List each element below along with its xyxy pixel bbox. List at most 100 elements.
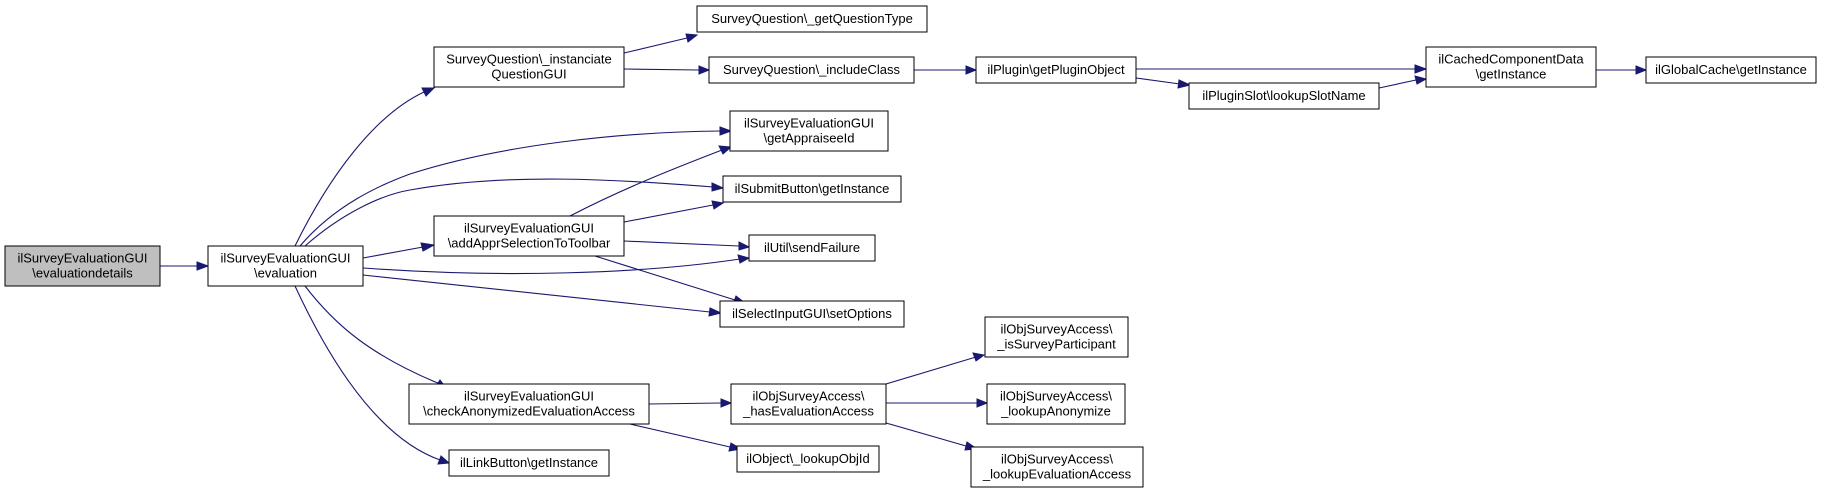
edge-arrowhead [1177,79,1192,89]
node-box [729,110,889,152]
edge-ccd-to-gc [1596,65,1648,75]
node-link[interactable]: ilLinkButton\getInstance [448,449,610,477]
node-ispart[interactable]: ilObjSurveyAccess\_isSurveyParticipant [984,316,1129,358]
node-root[interactable]: ilSurveyEvaluationGUI\evaluationdetails [4,245,161,287]
node-box [696,5,928,33]
node-box [986,383,1126,425]
edge-line [304,178,714,247]
node-label-line: ilUtil\sendFailure [764,240,860,255]
node-anon[interactable]: ilSurveyEvaluationGUI\checkAnonymizedEva… [408,383,650,425]
edge-arrowhead [711,182,725,192]
edge-arrowhead [737,254,751,264]
edge-arrowhead [437,455,451,465]
edge-eval-to-inst [294,87,436,247]
node-label-line: ilSurveyEvaluationGUI [464,221,594,236]
edge-hasev-to-ispart [885,352,986,385]
node-gqt[interactable]: SurveyQuestion\_getQuestionType [696,5,928,33]
edge-arrowhead [421,87,436,97]
node-gc[interactable]: ilGlobalCache\getInstance [1645,56,1817,84]
edge-line [1378,79,1417,89]
node-box [433,215,625,257]
node-incl[interactable]: SurveyQuestion\_includeClass [708,56,915,84]
node-label-line: \addApprSelectionToToolbar [448,236,611,251]
node-box [448,449,610,477]
edge-line [1135,77,1181,85]
edge-line [623,37,688,54]
edge-line [569,149,723,217]
edge-line [304,285,441,385]
node-lkanon[interactable]: ilObjSurveyAccess\_lookupAnonymize [986,383,1126,425]
edge-arrowhead [719,126,733,136]
edge-line [362,246,424,259]
node-box [719,300,905,328]
node-toolbar[interactable]: ilSurveyEvaluationGUI\addApprSelectionTo… [433,215,625,257]
node-box [1425,46,1597,88]
node-eval[interactable]: ilSurveyEvaluationGUI\evaluation [207,245,364,287]
edge-arrowhead [708,307,723,317]
node-plug[interactable]: ilPlugin\getPluginObject [975,56,1137,84]
node-label-line: \checkAnonymizedEvaluationAccess [423,404,635,419]
node-label-line: SurveyQuestion\_instanciate [446,52,611,67]
node-label-line: ilObjSurveyAccess\ [1001,452,1113,467]
edge-arrowhead [965,65,978,75]
node-fail[interactable]: ilUtil\sendFailure [748,234,876,262]
node-box [722,175,902,203]
edge-line [594,255,736,301]
node-label-line: SurveyQuestion\_getQuestionType [711,11,913,26]
node-box [984,316,1129,358]
node-label-line: _isSurveyParticipant [996,337,1116,352]
edge-line [885,356,977,385]
edge-line [362,274,711,313]
node-objid[interactable]: ilObject\_lookupObjId [736,445,880,473]
node-label-line: _hasEvaluationAccess [742,404,874,419]
node-label-line: ilSurveyEvaluationGUI [744,116,874,131]
edge-eval-to-appr [299,126,733,247]
edge-arrowhead [196,261,210,271]
edge-arrowhead [972,352,986,362]
node-appr[interactable]: ilSurveyEvaluationGUI\getAppraiseeId [729,110,889,152]
edge-eval-to-opts [362,274,723,317]
node-box [1645,56,1817,84]
edge-plug-to-ccd [1136,64,1428,74]
node-ccd[interactable]: ilCachedComponentData\getInstance [1425,46,1597,88]
edge-line [294,91,425,247]
edge-line [623,240,740,247]
node-box [730,383,887,425]
node-slot[interactable]: ilPluginSlot\lookupSlotName [1188,82,1380,110]
node-label-line: ilObjSurveyAccess\ [753,389,865,404]
node-label-line: _lookupAnonymize [1000,404,1111,419]
edge-toolbar-to-opts [594,255,747,305]
edge-eval-to-submit [304,178,725,247]
node-lkeval[interactable]: ilObjSurveyAccess\_lookupEvaluationAcces… [970,446,1144,488]
edge-slot-to-ccd [1378,75,1428,89]
node-label-line: ilSurveyEvaluationGUI [17,251,147,266]
edge-arrowhead [738,241,751,251]
node-label-line: ilLinkButton\getInstance [460,455,598,470]
edge-line [623,68,700,71]
edge-line [294,285,441,461]
edge-line [648,402,722,405]
node-box [975,56,1137,84]
edge-arrowhead [1414,75,1428,85]
node-box [408,383,650,425]
edge-eval-to-fail [362,254,751,275]
node-label-line: ilObject\_lookupObjId [746,451,870,466]
node-opts[interactable]: ilSelectInputGUI\setOptions [719,300,905,328]
edge-toolbar-to-appr [569,145,733,217]
edge-line [623,204,714,223]
node-submit[interactable]: ilSubmitButton\getInstance [722,175,902,203]
edge-arrowhead [720,398,733,408]
edge-hasev-to-lkanon [886,398,989,408]
edge-plug-to-slot [1135,77,1192,89]
edge-inst-to-gqt [623,33,699,54]
edge-eval-to-link [294,285,451,465]
node-label-line: ilGlobalCache\getInstance [1655,62,1807,77]
edge-eval-to-anon [304,285,448,389]
edge-arrowhead [685,33,699,43]
node-label-line: \evaluationdetails [32,266,133,281]
edge-line [299,130,721,247]
node-hasev[interactable]: ilObjSurveyAccess\_hasEvaluationAccess [730,383,887,425]
nodes-layer: ilSurveyEvaluationGUI\evaluationdetailsi… [4,5,1817,488]
